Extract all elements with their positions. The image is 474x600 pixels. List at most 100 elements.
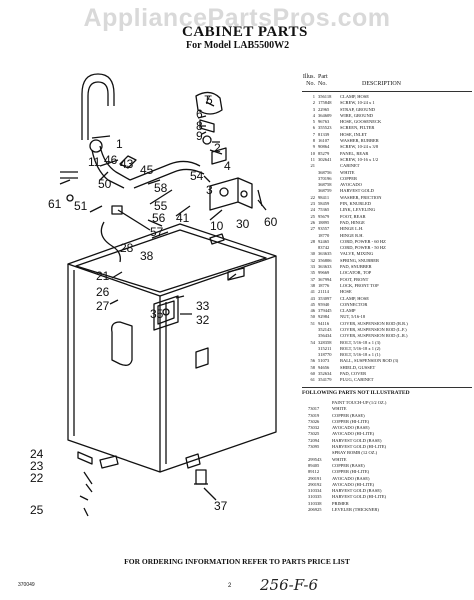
part-number: 356806 (318, 257, 332, 263)
callout-57: 57 (150, 225, 164, 239)
part-description: WHITE (332, 406, 347, 412)
part-number: 352634 (318, 371, 332, 377)
part-number: 368756 (318, 169, 332, 175)
part-number: 22965 (318, 106, 330, 112)
part-number: 352143 (318, 326, 332, 332)
callout-8: 8 (196, 119, 203, 133)
part-description: PANEL, REAR (340, 150, 369, 156)
part-number: 99669 (318, 270, 330, 276)
part-number: 95679 (318, 213, 330, 219)
callout-9: 9 (196, 129, 203, 143)
cabinet-body (67, 264, 161, 473)
part-number: 206925 (308, 507, 322, 512)
part-number: 83742 (318, 245, 330, 251)
part-description: HARVEST GOLD (340, 188, 374, 194)
callout-41: 41 (176, 211, 190, 225)
illus-no: 7 (312, 131, 315, 137)
illus-no: 10 (310, 150, 316, 156)
front-foot (195, 469, 207, 485)
part-number: 363635 (318, 251, 332, 257)
callout-50: 50 (98, 177, 112, 191)
part-description: FOOT, REAR (340, 213, 366, 219)
part-description: VALVE, MIXING (340, 251, 374, 257)
part-description: SPRAY BOMB (12 OZ.) (332, 450, 378, 456)
part-number: 89112 (308, 469, 320, 475)
part-number: 89405 (308, 462, 320, 468)
illus-no: 11 (310, 156, 315, 162)
illus-no: 21 (310, 163, 316, 169)
part-number: 290191 (308, 475, 322, 481)
callout-3: 3 (206, 183, 213, 197)
part-number: 379445 (318, 308, 332, 314)
part-number: 93557 (318, 226, 330, 232)
illus-no: 54 (310, 339, 316, 345)
part-number: 290192 (308, 481, 322, 487)
part-number: 73095 (308, 444, 320, 450)
part-description: PAD, HINGE (340, 219, 365, 225)
part-number: 98411 (318, 194, 330, 200)
not-illustrated-row: PAINT TOUCH-UP (1/2 OZ.) (302, 400, 472, 406)
illus-no: 28 (310, 238, 316, 244)
part-row: 370196 COPPER (302, 176, 472, 182)
part-description: NUT, 5/16-18 (340, 314, 366, 320)
callout-11: 11 (88, 155, 101, 169)
illus-no: 32 (310, 257, 316, 263)
callout-7: 7 (204, 93, 211, 107)
part-number: 58459 (318, 201, 330, 207)
part-description: BOLT, 5/16-18 x 1 (1) (340, 352, 381, 358)
illus-no: 43 (310, 295, 316, 301)
callout-2: 2 (214, 141, 221, 155)
callout-22: 22 (30, 471, 44, 485)
part-number: 18895 (318, 219, 330, 225)
illus-no: 56 (310, 358, 316, 364)
part-number: 302641 (318, 156, 332, 162)
part-description: CORD, POWER - 60 HZ (340, 238, 386, 244)
part-number: 73019 (308, 412, 320, 418)
part-description: WASHER, FRICTION (340, 194, 382, 200)
part-number: 310335 (308, 494, 322, 500)
illus-no: 50 (310, 314, 316, 320)
callout-33: 33 (196, 299, 210, 313)
part-description: LOCK, FRONT TOP (340, 282, 379, 288)
part-description: CONNECTOR (340, 301, 368, 307)
part-description: COPPER (340, 175, 358, 181)
part-number: 95940 (318, 301, 330, 307)
callout-60: 60 (264, 215, 278, 229)
illus-no: 60 (310, 371, 316, 377)
part-number: 355523 (318, 125, 332, 131)
part-number: 370196 (318, 175, 332, 181)
illus-no: 1 (312, 94, 315, 99)
header-rule (302, 91, 472, 92)
part-description: PAD, SNUBBER (340, 264, 372, 270)
part-number: 73025 (308, 431, 320, 437)
callout-35: 35 (150, 307, 164, 321)
part-description: BOLT, 5/16-18 x 1 (2) (340, 345, 381, 351)
callout-45: 45 (140, 163, 154, 177)
illus-no: 35 (310, 270, 316, 276)
part-description: COPPER (BASE) (332, 412, 365, 418)
table-header: Illus.Part No.No.DESCRIPTION (302, 74, 472, 88)
section-rule (302, 386, 472, 388)
hose-lower (91, 149, 125, 189)
part-number: 310334 (308, 488, 322, 494)
callout-26: 26 (96, 285, 110, 299)
power-cord (100, 221, 121, 263)
callout-28: 28 (120, 241, 134, 255)
